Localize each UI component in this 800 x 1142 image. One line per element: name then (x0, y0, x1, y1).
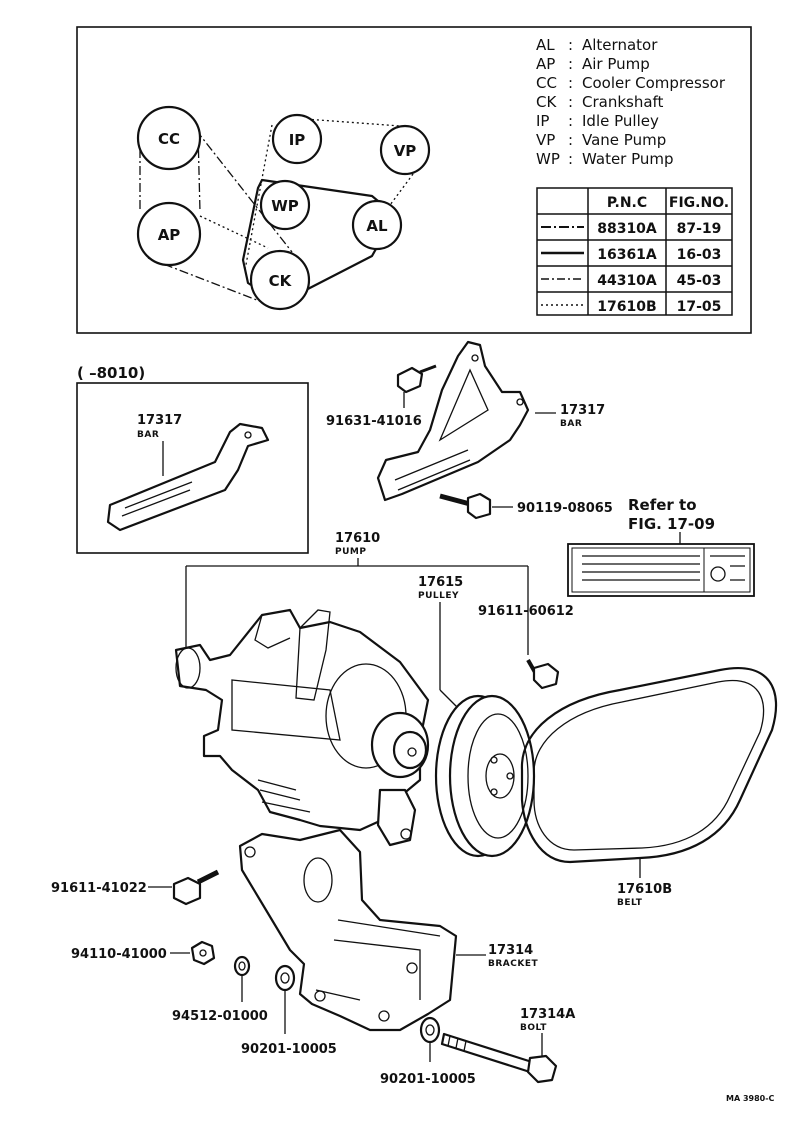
table-cell-fig: 45-03 (677, 273, 722, 289)
table-cell-pnc: 16361A (597, 247, 657, 263)
bolt-91611-60612-icon (526, 659, 560, 690)
legend-sep: : (568, 74, 573, 92)
legend-sep: : (568, 36, 573, 54)
legend-sep: : (568, 150, 573, 168)
pulley-ip: IP (271, 113, 323, 165)
legend-sep: : (568, 112, 573, 130)
legend-sep: : (568, 131, 573, 149)
nut-94110-41000-label: 94110-41000 (71, 947, 167, 962)
legend-code: AP (536, 55, 555, 73)
table-cell-fig: 87-19 (677, 221, 722, 237)
bolt-90119-icon (439, 492, 492, 520)
pulley-ip-label: IP (289, 131, 306, 149)
plate-washer-icon (419, 1016, 441, 1044)
bracket-part-name: BRACKET (488, 959, 538, 969)
drive-belt-drawing (520, 667, 778, 864)
belt-routing-panel: CC IP VP WP AP AL CK AL : Al (76, 26, 752, 334)
legend-code: VP (536, 131, 555, 149)
pulley-vp-label: VP (394, 142, 417, 160)
drawing-code: MA 3980-C (726, 1094, 775, 1103)
legend-name: Cooler Compressor (582, 74, 726, 92)
legend-code: WP (536, 150, 560, 168)
belt-part-name: BELT (617, 898, 643, 908)
washer-90201-10005-b-label: 90201-10005 (380, 1072, 476, 1087)
legend-sep: : (568, 93, 573, 111)
legend-sep: : (568, 55, 573, 73)
table-cell-pnc: 44310A (597, 273, 657, 289)
inset-part-name: BAR (137, 430, 159, 440)
pump-bracket-drawing (238, 828, 458, 1032)
bracket-part-number: 17314 (488, 943, 533, 958)
washer-90201-10005-a-label: 90201-10005 (241, 1042, 337, 1057)
bar-part-number: 17317 (560, 403, 605, 418)
bar-part-name: BAR (560, 419, 582, 429)
pulley-ck: CK (249, 249, 311, 311)
pump-part-name: PUMP (335, 547, 366, 557)
long-bolt-icon (440, 1032, 558, 1084)
plate-washer-icon (274, 964, 296, 992)
bolt-17314A-part-number: 17314A (520, 1007, 575, 1022)
bolt-91611-41022-icon (172, 869, 220, 906)
legend-name: Vane Pump (582, 131, 666, 149)
pulley-wp: WP (259, 179, 311, 231)
table-cell-fig: 16-03 (677, 247, 722, 263)
inset-bar-panel: ( –8010) 17317 BAR (76, 364, 309, 554)
legend-name: Idle Pulley (582, 112, 659, 130)
table-header-pnc: P.N.C (607, 195, 647, 211)
legend-name: Crankshaft (582, 93, 664, 111)
table-cell-pnc: 17610B (597, 299, 656, 315)
bolt-91611-41022-label: 91611-41022 (51, 881, 147, 896)
bolt-91611-60612-label: 91611-60612 (478, 604, 574, 619)
bolt-90119-08065-label: 90119-08065 (517, 501, 613, 516)
washer-94512-01000-label: 94512-01000 (172, 1009, 268, 1024)
spring-washer-icon (233, 955, 251, 977)
emission-label-icon (567, 543, 755, 597)
pulley-part-name: PULLEY (418, 591, 459, 601)
bolt-17314A-part-name: BOLT (520, 1023, 547, 1033)
pulley-ap-label: AP (158, 226, 181, 244)
legend-name: Air Pump (582, 55, 650, 73)
bolt-91631-icon (396, 364, 437, 394)
pulley-vp: VP (379, 124, 431, 176)
table-cell-fig: 17-05 (677, 299, 722, 315)
pulley-cc-label: CC (158, 130, 180, 148)
legend-name: Water Pump (582, 150, 674, 168)
pulley-al: AL (351, 199, 403, 251)
table-header-fig: FIG.NO. (669, 195, 729, 211)
refer-to-line2: FIG. 17-09 (628, 515, 715, 533)
legend-code: CC (536, 74, 557, 92)
legend: AL : Alternator AP : Air Pump CC : Coole… (536, 36, 726, 168)
legend-name: Alternator (582, 36, 658, 54)
pulley-cc: CC (136, 105, 202, 171)
legend-code: CK (536, 93, 557, 111)
pulley-ap: AP (136, 201, 202, 267)
nut-icon (190, 940, 216, 966)
inset-part-number: 17317 (137, 413, 182, 428)
belt-part-number: 17610B (617, 882, 672, 897)
inset-label: ( –8010) (77, 364, 145, 382)
refer-to-line1: Refer to (628, 496, 697, 514)
pulley-ck-label: CK (269, 272, 293, 290)
bolt-91631-41016-label: 91631-41016 (326, 414, 422, 429)
pulley-part-number: 17615 (418, 575, 463, 590)
inset-bar-drawing (106, 422, 270, 532)
belt-reference-table: P.N.C FIG.NO. 88310A 87-19 16361A 16-03 … (536, 187, 733, 316)
bar-bracket-drawing (376, 340, 530, 502)
pump-part-number: 17610 (335, 531, 380, 546)
legend-code: IP (536, 112, 549, 130)
pulley-wp-label: WP (271, 197, 299, 215)
pump-pulley-drawing (434, 694, 536, 858)
table-cell-pnc: 88310A (597, 221, 657, 237)
water-pump-drawing (174, 608, 430, 847)
pulley-al-label: AL (366, 217, 388, 235)
legend-code: AL (536, 36, 555, 54)
